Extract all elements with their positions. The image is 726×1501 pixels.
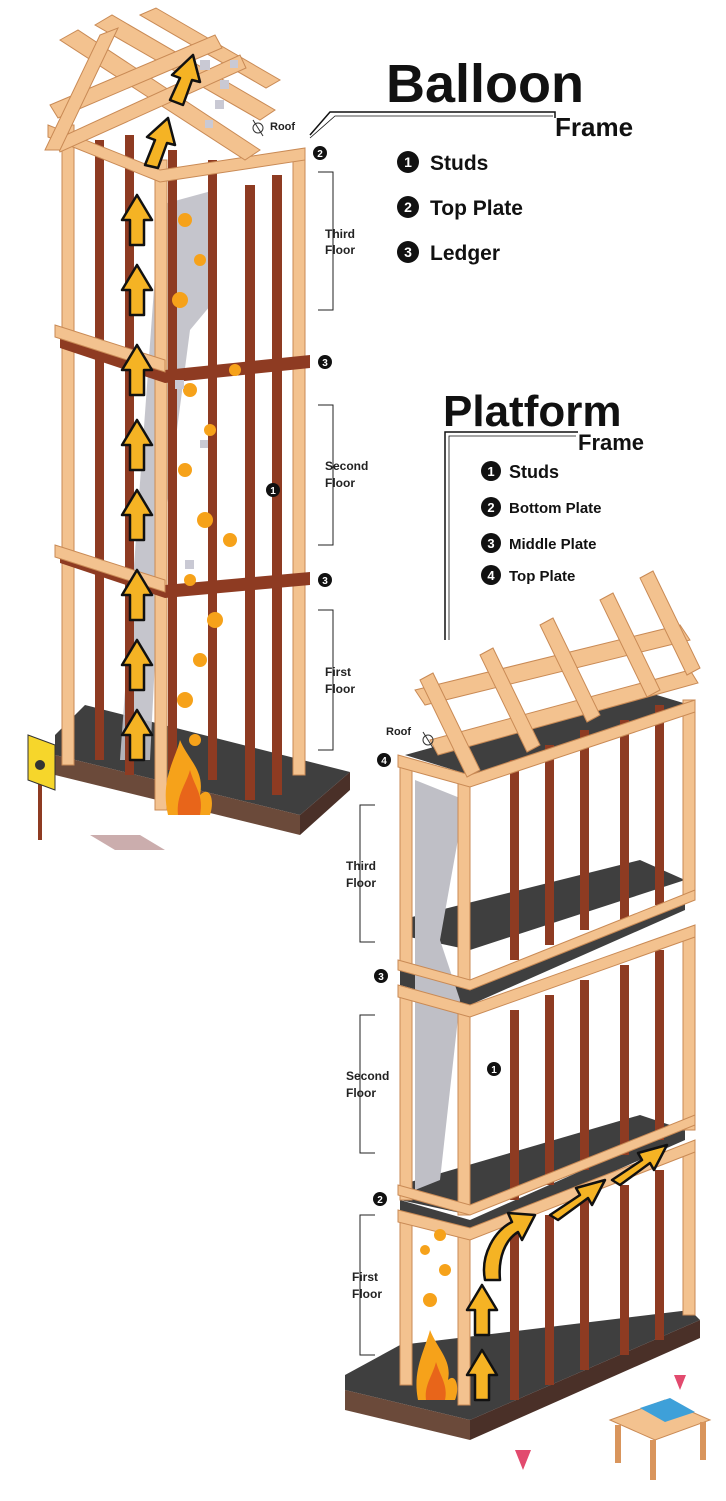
balloon-floor-labels — [318, 171, 334, 751]
platform-marker-bottom-plate: 2 — [377, 1195, 383, 1206]
platform-fire — [416, 1229, 458, 1400]
p-legend-label-top-plate: Top Plate — [509, 568, 575, 585]
balloon-title-leader — [309, 111, 556, 136]
legend-badge-3: 3 — [404, 244, 412, 260]
platform-deck-third — [400, 860, 685, 950]
traffic-cone-icon — [515, 1450, 531, 1470]
p-legend-badge-1: 1 — [487, 464, 494, 479]
balloon-first-floor-l2: Floor — [325, 682, 355, 696]
p-legend-label-bottom-plate: Bottom Plate — [509, 500, 602, 517]
platform-third-floor-l2: Floor — [346, 876, 376, 890]
balloon-frame-illustration — [27, 7, 350, 850]
balloon-ledger-lower — [60, 550, 310, 598]
platform-marker-studs: 1 — [491, 1065, 497, 1076]
platform-deck-second — [400, 1115, 685, 1215]
platform-third-floor-l1: Third — [346, 859, 376, 873]
platform-marker-middle-plate: 3 — [378, 972, 384, 983]
legend-badge-2: 2 — [404, 199, 412, 215]
balloon-heat-arrows — [120, 53, 202, 762]
platform-floor-brackets — [359, 804, 375, 1356]
p-legend-label-middle-plate: Middle Plate — [509, 536, 597, 553]
caution-sign — [27, 734, 56, 840]
legend-item: 3 Ledger — [397, 241, 500, 265]
balloon-ledger-upper — [60, 335, 310, 383]
balloon-marker-ledger-lower: 3 — [322, 576, 328, 587]
platform-marker-top-plate: 4 — [381, 756, 387, 767]
platform-markers: 4 3 1 2 — [373, 753, 501, 1206]
p-legend-badge-2: 2 — [487, 500, 494, 515]
legend-badge-1: 1 — [404, 154, 412, 170]
balloon-third-floor-l2: Floor — [325, 243, 355, 257]
traffic-cone-icon — [674, 1375, 686, 1390]
legend-label-top-plate: Top Plate — [430, 197, 523, 220]
platform-title: Platform — [443, 387, 621, 436]
p-legend-badge-4: 4 — [487, 568, 495, 583]
balloon-marker-studs: 1 — [270, 486, 276, 497]
platform-first-floor-l1: First — [352, 1270, 378, 1284]
workbench — [608, 1398, 712, 1480]
balloon-fire — [165, 60, 241, 815]
balloon-subtitle: Frame — [555, 112, 633, 142]
platform-first-floor-l2: Floor — [352, 1287, 382, 1301]
platform-legend: 1 Studs 2 Bottom Plate 3 Middle Plate 4 … — [481, 461, 602, 585]
platform-frame-illustration — [345, 570, 712, 1480]
balloon-markers: 2 3 1 3 — [266, 146, 332, 587]
balloon-third-floor-l1: Third — [325, 227, 355, 241]
p-legend-label-studs: Studs — [509, 462, 559, 482]
platform-title-leader — [444, 431, 578, 640]
legend-item: 2 Top Plate — [397, 196, 523, 220]
platform-second-floor-l2: Floor — [346, 1086, 376, 1100]
platform-heat-arrows — [465, 1143, 669, 1402]
balloon-marker-ledger-upper: 3 — [322, 358, 328, 369]
legend-item: 1 Studs — [397, 151, 488, 175]
platform-subtitle: Frame — [578, 430, 644, 455]
platform-roof-label: Roof — [386, 726, 411, 738]
balloon-roof-label: Roof — [270, 121, 295, 133]
balloon-second-floor-l1: Second — [325, 459, 368, 473]
legend-label-ledger: Ledger — [430, 242, 500, 265]
p-legend-badge-3: 3 — [487, 536, 494, 551]
balloon-second-floor-l2: Floor — [325, 476, 355, 490]
balloon-first-floor-l1: First — [325, 665, 351, 679]
legend-label-studs: Studs — [430, 152, 488, 175]
balloon-marker-top-plate: 2 — [317, 149, 323, 160]
balloon-legend: 1 Studs 2 Top Plate 3 Ledger — [397, 151, 523, 265]
balloon-title: Balloon — [386, 54, 584, 114]
platform-second-floor-l1: Second — [346, 1069, 389, 1083]
balloon-top-plate — [47, 124, 306, 183]
